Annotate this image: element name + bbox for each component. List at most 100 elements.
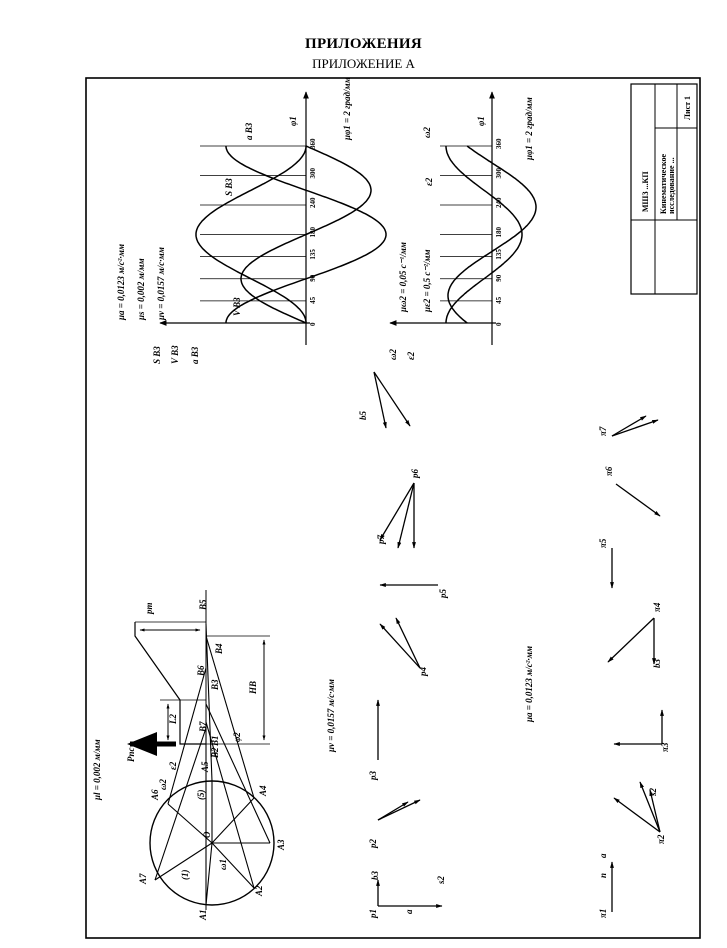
acceleration-label-3: π3 — [660, 742, 670, 752]
velocity-label-9: p6 — [410, 469, 420, 480]
acceleration-vector-8 — [607, 617, 655, 663]
rod-5 — [205, 623, 213, 782]
acceleration-scale: μa = 0,0123 м/с²·мм — [524, 646, 534, 723]
axis-label-eps: ε2 — [406, 351, 416, 360]
chart1-phi-scale: μφ1 = 2 град/мм — [342, 77, 352, 141]
point-a-6: A6 — [150, 789, 160, 801]
crank-6 — [167, 803, 213, 844]
chart2-tick-1: 45 — [495, 296, 503, 304]
rod-2 — [205, 721, 255, 889]
acceleration-label-5: π5 — [598, 538, 608, 548]
angle-label-5: (5) — [196, 790, 206, 801]
point-a-3: A3 — [276, 839, 286, 851]
title-block: МШЗ ...КП Кинематическое исследование ..… — [630, 83, 698, 295]
pm-label: pm — [144, 602, 154, 615]
velocity-vector-6 — [379, 623, 421, 669]
point-b-6: B6 — [196, 665, 206, 677]
hb-label: HB — [248, 681, 258, 695]
title-desc-1: Кинематическое — [659, 153, 668, 214]
chart1-tick-1: 45 — [309, 296, 317, 304]
curve-displacement — [195, 146, 307, 323]
velocity-label-8: p5 — [438, 589, 448, 600]
crank-7 — [154, 842, 213, 881]
velocity-label-10: p7 — [376, 535, 386, 546]
curve-label-a: a B3 — [244, 122, 254, 140]
angle-label-4: (1) — [180, 870, 190, 881]
acceleration-vector-11 — [611, 415, 647, 437]
crank-4 — [211, 797, 255, 844]
curve-label-s: S B3 — [224, 178, 234, 196]
curve-label-eps: ε2 — [424, 177, 434, 186]
acceleration-label-4: π4 — [652, 602, 662, 612]
point-a-4: A4 — [258, 785, 268, 797]
title-sheet: Лист 1 — [683, 96, 692, 120]
chart2-phi-scale: μφ1 = 2 град/мм — [524, 97, 534, 161]
chart1-scale-v: μv = 0,0157 м/с·мм — [156, 247, 166, 321]
velocity-vector-5 — [377, 801, 409, 821]
curve-label-omega: ω2 — [422, 126, 432, 138]
acceleration-vector-4 — [639, 781, 661, 833]
crank-1 — [205, 842, 213, 906]
velocity-label-1: p1 — [368, 909, 378, 919]
velocity-vector-12 — [373, 371, 411, 427]
acceleration-label-11: s2 — [648, 787, 658, 797]
chart1-tick-0: 0 — [309, 322, 317, 326]
chart2-phi-label: φ1 — [476, 116, 486, 126]
chart2-scale-omega: μω2 = 0,05 с⁻¹/мм — [398, 242, 408, 313]
point-a-2: A2 — [254, 885, 264, 897]
velocity-vector-7 — [395, 617, 421, 669]
point-a-5: A5 — [200, 761, 210, 773]
velocity-vector-4 — [377, 799, 421, 821]
velocity-label-3: s2 — [436, 875, 446, 885]
rod-7 — [154, 727, 207, 881]
acceleration-label-10: b3 — [652, 659, 662, 669]
chart1-tick-3: 135 — [309, 249, 317, 260]
rod-6 — [167, 667, 207, 805]
mechanism-diagram: μl = 0,002 м/мм Pпс pm L2 HB O ω1 A1A2A3… — [92, 590, 286, 921]
page-heading: ПРИЛОЖЕНИЯ — [305, 36, 422, 52]
rod-3 — [205, 703, 271, 844]
velocity-label-5: p2 — [368, 839, 378, 850]
force-curve — [134, 622, 206, 745]
page-subheading: ПРИЛОЖЕНИЕ А — [312, 56, 415, 71]
chart2-tick-2: 90 — [495, 274, 503, 282]
chart2-tick-4: 180 — [495, 227, 503, 238]
chart2-scale-eps: με2 = 0,5 с⁻²/мм — [422, 249, 432, 313]
point-b-2: B2 — [210, 747, 220, 759]
velocity-label-11: b5 — [358, 411, 368, 421]
title-code: МШЗ ...КП — [641, 171, 650, 212]
axis-label-omega: ω2 — [388, 348, 398, 360]
chart2-tick-6: 300 — [495, 168, 503, 179]
point-b-4: B4 — [214, 643, 224, 655]
axis-label-s: S B3 — [152, 346, 162, 364]
acceleration-vector-12 — [611, 419, 659, 437]
point-a-7: A7 — [138, 873, 148, 885]
omega1-label: ω1 — [218, 859, 228, 870]
chart1-tick-6: 300 — [309, 168, 317, 179]
acceleration-vector-3 — [649, 789, 661, 833]
chart1-tick-2: 90 — [309, 274, 317, 282]
curve-acceleration — [225, 146, 387, 323]
velocity-vector-10 — [379, 482, 415, 541]
velocity-label-6: p3 — [368, 771, 378, 782]
chart1-tick-7: 360 — [309, 138, 317, 149]
velocity-label-7: p4 — [418, 667, 428, 678]
curve-angular-velocity — [445, 146, 523, 323]
curve-velocity — [240, 145, 372, 324]
point-b-7: B7 — [198, 721, 208, 733]
title-desc-2: исследование ... — [667, 157, 676, 214]
chart1-phi-label: φ1 — [288, 116, 298, 126]
axis-label-v: V B3 — [170, 345, 180, 364]
acceleration-label-6: π6 — [604, 466, 614, 476]
rod-4 — [205, 635, 255, 799]
velocity-scale: μv = 0,0157 м/с·мм — [326, 679, 336, 753]
chart2-tick-0: 0 — [495, 322, 503, 326]
point-b-3: B3 — [210, 679, 220, 691]
angle-label-3: φ2 — [232, 732, 242, 742]
acceleration-vector-2 — [613, 797, 661, 833]
acceleration-label-2: π2 — [656, 834, 666, 844]
